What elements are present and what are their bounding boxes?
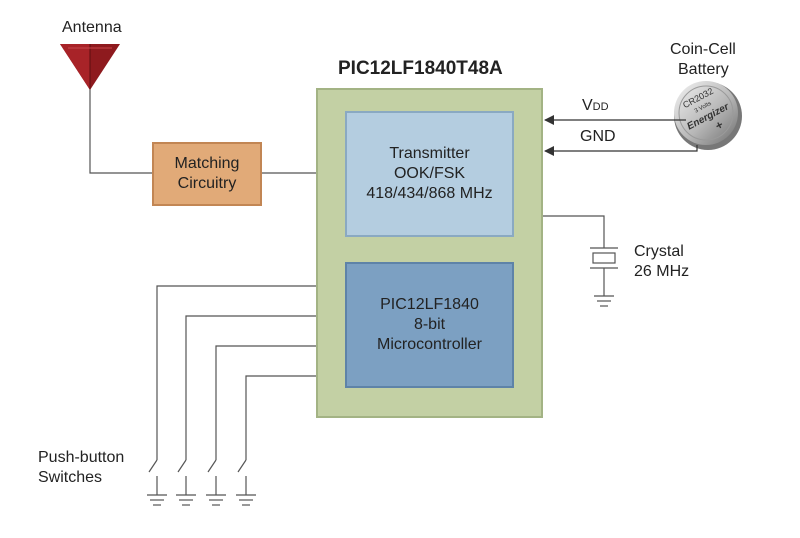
- antenna-label: Antenna: [62, 19, 122, 36]
- microcontroller-block: PIC12LF1840 8-bit Microcontroller: [345, 262, 514, 388]
- transmitter-line-2: OOK/FSK: [393, 165, 466, 182]
- antenna-wire: [89, 90, 152, 174]
- mcu-line-3: Microcontroller: [377, 336, 482, 353]
- mcu-line-2: 8-bit: [413, 316, 446, 333]
- push-button-switch-icon-2: [176, 459, 196, 506]
- vdd-label-main: V: [582, 97, 593, 114]
- coin-cell-battery-icon: CR2032 3 Volts Energizer +: [674, 81, 742, 150]
- vdd-label: VDD: [582, 96, 609, 117]
- transmitter-line-1: Transmitter: [389, 145, 470, 162]
- matching-circuitry-block: Matching Circuitry: [152, 142, 262, 206]
- gnd-line: [544, 145, 698, 156]
- switches-label-line-1: Push-button: [38, 449, 125, 466]
- crystal-icon: [514, 215, 618, 307]
- chip-title: PIC12LF1840T48A: [338, 58, 503, 79]
- matching-line-2: Circuitry: [177, 175, 237, 192]
- battery-label-line-2: Battery: [678, 61, 729, 78]
- push-button-switch-icon-1: [147, 459, 167, 506]
- crystal-label-line-2: 26 MHz: [634, 263, 690, 280]
- switches-label-line-2: Switches: [38, 469, 103, 486]
- matching-line-1: Matching: [174, 155, 240, 172]
- battery-label-line-1: Coin-Cell: [670, 41, 736, 58]
- gnd-label: GND: [580, 128, 616, 145]
- crystal-label-line-1: Crystal: [634, 243, 684, 260]
- switch-wiring: [156, 285, 345, 460]
- mcu-line-1: PIC12LF1840: [380, 296, 479, 313]
- antenna-icon: [60, 44, 120, 90]
- transmitter-block: Transmitter OOK/FSK 418/434/868 MHz: [345, 111, 514, 237]
- push-button-switch-icon-4: [236, 459, 256, 506]
- vdd-label-subscript: DD: [592, 101, 609, 113]
- push-button-switch-icon-3: [206, 459, 226, 506]
- transmitter-line-3: 418/434/868 MHz: [366, 185, 493, 202]
